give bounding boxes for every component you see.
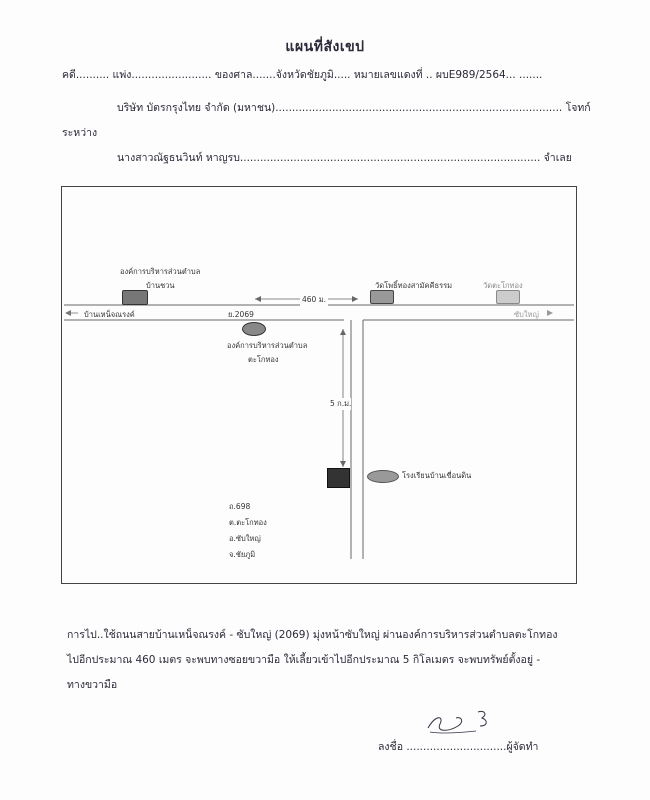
address-line-3: อ.ซับใหญ่ xyxy=(229,534,261,543)
wat-phothong-marker xyxy=(370,290,394,304)
sao-banchuan-label-2: บ้านชวน xyxy=(146,281,175,290)
sao-banchuan-marker xyxy=(122,290,148,305)
page-title: แผนที่สังเขป xyxy=(285,39,365,55)
map-roads xyxy=(64,296,574,559)
case-line: คดี.......... แพ่ง......................… xyxy=(62,69,543,81)
address-line-1: ถ.698 xyxy=(229,502,251,511)
address-line-2: ต.ตะโกทอง xyxy=(229,518,267,527)
signature-image xyxy=(427,711,487,734)
sao-banchuan-label-1: องค์การบริหารส่วนตำบล xyxy=(120,267,201,276)
wat-takothong-marker xyxy=(496,290,520,304)
road-right-label: ซับใหญ่ xyxy=(514,310,539,319)
left-arrow-icon xyxy=(65,310,71,316)
directions-line-1: การไป..ใช้ถนนสายบ้านเหน็จณรงค์ - ซับใหญ่… xyxy=(67,629,558,641)
directions-line-2: ไปอีกประมาณ 460 เมตร จะพบทางซอยขวามือ ให… xyxy=(67,654,541,666)
plaintiff-line: บริษัท บัตรกรุงไทย จำกัด (มหาชน)........… xyxy=(117,102,591,114)
wat-phothong-label: วัดโพธิ์ทองสามัคคีธรรม xyxy=(375,281,453,290)
sketch-map: องค์การบริหารส่วนตำบล บ้านชวน วัดโพธิ์ทอ… xyxy=(61,186,577,584)
road-number-label: ย.2069 xyxy=(228,310,254,319)
wat-takothong-label: วัดตะโกทอง xyxy=(483,281,523,290)
distance-5km-label: 5 ก.ม. xyxy=(330,398,352,410)
sao-takothong-label-1: องค์การบริหารส่วนตำบล xyxy=(227,341,308,350)
between-label: ระหว่าง xyxy=(62,127,98,139)
directions-line-3: ทางขวามือ xyxy=(67,679,118,691)
sao-takothong-marker xyxy=(242,322,266,336)
property-marker xyxy=(327,468,350,488)
road-left-label: บ้านเหน็จณรงค์ xyxy=(84,310,135,319)
school-label: โรงเรียนบ้านเขื่อนดิน xyxy=(402,471,472,480)
address-line-4: จ.ชัยภูมิ xyxy=(229,550,256,559)
school-marker xyxy=(367,470,399,483)
signature-line: ลงชื่อ ..............................ผู้… xyxy=(378,741,539,753)
right-arrow-icon xyxy=(547,310,553,316)
sao-takothong-label-2: ตะโกทอง xyxy=(248,355,279,364)
defendant-line: นางสาวณัฐธนวินท์ หาญรบ..................… xyxy=(117,152,572,164)
distance-460-label: 460 ม. xyxy=(300,294,329,306)
